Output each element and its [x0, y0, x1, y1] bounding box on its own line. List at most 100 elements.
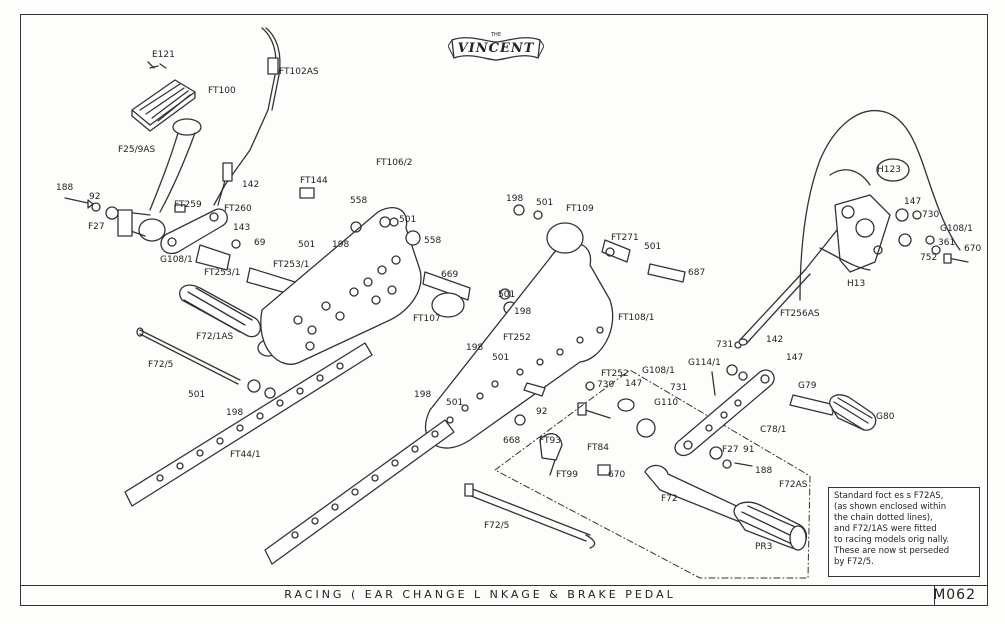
note-line: Standard foct es s F72AS,	[834, 491, 944, 501]
part-label: F72AS	[779, 480, 808, 490]
part-label: 501	[492, 353, 510, 363]
part-label: 687	[688, 268, 706, 278]
title-strip: RACING ( EAR CHANGE L NKAGE & BRAKE PEDA…	[20, 585, 988, 606]
part-label: 69	[254, 238, 266, 248]
part-label: 501	[644, 242, 662, 252]
part-label: 668	[503, 436, 521, 446]
part-label: FT259	[174, 200, 202, 210]
knurled-footrest-g80	[829, 394, 877, 431]
part-label: 558	[424, 236, 442, 246]
vincent-scroll-logo-icon	[448, 37, 544, 61]
part-label: FT99	[556, 470, 578, 480]
part-label: 142	[242, 180, 260, 190]
logo-brand: VINCENT	[457, 41, 535, 56]
part-label: G80	[876, 412, 895, 422]
part-label: FT252	[601, 369, 629, 379]
part-label: H123	[877, 165, 901, 175]
part-label: F72	[661, 494, 678, 504]
drawing-title: RACING ( EAR CHANGE L NKAGE & BRAKE PEDA…	[284, 588, 676, 601]
part-label: F27	[722, 445, 739, 455]
part-label: FT108/1	[618, 313, 655, 323]
footrest-rod-f72-5	[464, 483, 596, 549]
part-label: G79	[798, 381, 817, 391]
part-label: 143	[233, 223, 251, 233]
part-label: 198	[514, 307, 532, 317]
part-label: FT102AS	[279, 67, 319, 77]
lever-h13	[819, 194, 891, 273]
part-label: E121	[152, 50, 175, 60]
part-label: FT100	[208, 86, 236, 96]
part-label: 731	[716, 340, 734, 350]
part-label: FT93	[539, 436, 561, 446]
logo-prefix: THE	[491, 32, 501, 38]
part-label: 188	[56, 183, 74, 193]
part-label: G114/1	[688, 358, 721, 368]
part-label: FT256AS	[780, 309, 820, 319]
part-label: FT252	[503, 333, 531, 343]
part-label: F25/9AS	[118, 145, 156, 155]
part-label: 147	[625, 379, 643, 389]
part-label: 501	[399, 215, 417, 225]
part-label: 501	[446, 398, 464, 408]
note-line: the chain dotted lines),	[834, 513, 933, 523]
part-label: F72/5	[148, 360, 174, 370]
part-label: 361	[938, 238, 956, 248]
part-label: G110	[654, 398, 679, 408]
part-label: FT271	[611, 233, 639, 243]
part-label: FT106/2	[376, 158, 413, 168]
part-label: 198	[466, 343, 484, 353]
part-label: 142	[766, 335, 784, 345]
note-box: Standard foct es s F72AS, (as shown encl…	[828, 487, 980, 577]
part-label: F72/1AS	[196, 332, 234, 342]
part-label: C78/1	[760, 425, 787, 435]
note-line: by F72/5.	[834, 557, 874, 567]
knurled-footrest-pr3	[733, 501, 808, 551]
brake-pedal	[117, 118, 202, 242]
part-label: 669	[441, 270, 459, 280]
engine-casing-outline	[799, 110, 961, 301]
part-label: F72/5	[484, 521, 510, 531]
part-label: 198	[414, 390, 432, 400]
footrest-strip-ft44	[124, 342, 373, 507]
footrest-plate-ft108	[424, 222, 614, 449]
part-label: 501	[536, 198, 554, 208]
part-label: 670	[964, 244, 982, 254]
part-label: 198	[506, 194, 524, 204]
note-line: and F72/1AS were fitted	[834, 524, 937, 534]
part-label: 501	[298, 240, 316, 250]
part-label: H13	[847, 279, 866, 289]
part-label: 558	[350, 196, 368, 206]
part-label: FT253/1	[204, 268, 241, 278]
part-label: 92	[536, 407, 548, 417]
part-label: 730	[922, 210, 940, 220]
title-divider	[934, 586, 935, 605]
part-label: G108/1	[642, 366, 675, 376]
linkage-rod-ft256as	[739, 269, 811, 345]
part-label: 91	[743, 445, 755, 455]
part-label: 188	[755, 466, 773, 476]
vincent-logo: THE VINCENT	[448, 32, 544, 64]
note-line: (as shown enclosed within	[834, 502, 947, 512]
note-line: to racing models orig nally.	[834, 535, 950, 545]
part-label: 147	[786, 353, 804, 363]
part-label: 92	[89, 192, 101, 202]
part-label: F27	[88, 222, 105, 232]
part-label: 670	[608, 470, 626, 480]
part-label: PR3	[755, 542, 773, 552]
part-label: FT109	[566, 204, 594, 214]
part-label: FT260	[224, 204, 252, 214]
part-label: 501	[188, 390, 206, 400]
drawing-frame	[20, 14, 988, 606]
part-label: 198	[226, 408, 244, 418]
part-label: G108/1	[940, 224, 973, 234]
part-label: 731	[670, 383, 688, 393]
part-label: 501	[498, 290, 516, 300]
chain-dotted-enclosure	[494, 369, 811, 579]
part-label: FT144	[300, 176, 328, 186]
footrest-strip-right	[264, 419, 455, 565]
part-label: 147	[904, 197, 922, 207]
part-label: G108/1	[160, 255, 193, 265]
footrest-plate-ft106	[260, 207, 422, 365]
